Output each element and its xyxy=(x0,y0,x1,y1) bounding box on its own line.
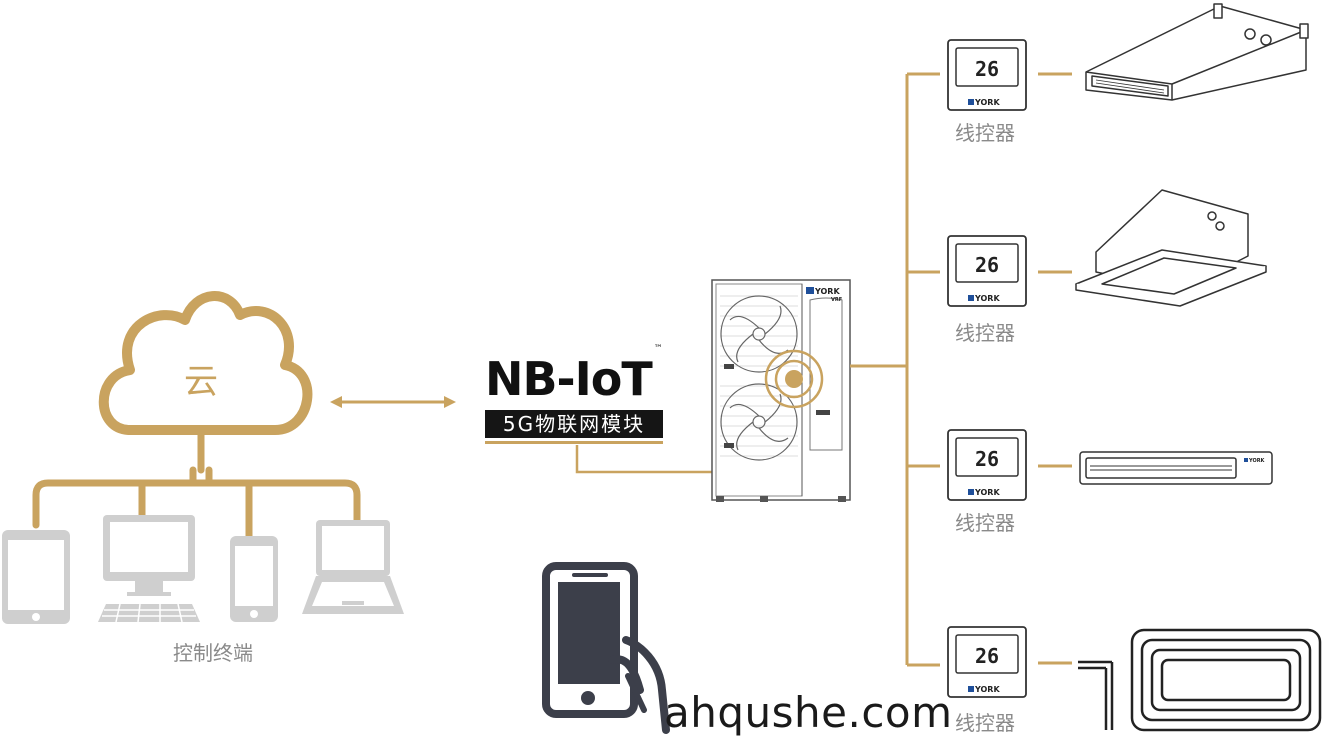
terminals-label: 控制终端 xyxy=(173,641,253,665)
cloud-icon xyxy=(98,291,313,435)
watermark: ahqushe.com xyxy=(664,688,953,737)
controller-label: 线控器 xyxy=(955,321,1015,345)
laptop-icon xyxy=(302,520,404,614)
desktop-icon xyxy=(98,515,200,623)
controller-brand: YORK xyxy=(974,294,1000,303)
tablet-icon xyxy=(2,530,70,624)
outdoor-unit-brand: YORK xyxy=(814,287,840,296)
terminal-links xyxy=(32,426,361,540)
nbiot-subtitle: 5G物联网模块 xyxy=(485,410,663,438)
controller-brand: YORK xyxy=(974,488,1000,497)
outdoor-unit-icon xyxy=(711,279,851,502)
nbiot-underline xyxy=(485,441,663,444)
two-way-arrow-icon xyxy=(330,396,456,408)
wired-controller-icon xyxy=(947,39,1027,111)
cloud-label: 云 xyxy=(184,362,218,402)
nbiot-logo: NB-IoT™ xyxy=(485,344,663,402)
controller-bus xyxy=(850,72,1072,667)
wired-controller-icon xyxy=(947,235,1027,307)
indoor-unit-brand: YORK xyxy=(1248,458,1266,464)
controller-display: 26 xyxy=(975,57,999,81)
controller-label: 线控器 xyxy=(955,121,1015,145)
controller-brand: YORK xyxy=(974,685,1000,694)
wired-controller-icon xyxy=(947,626,1027,698)
controller-label: 线控器 xyxy=(955,511,1015,535)
controller-display: 26 xyxy=(975,253,999,277)
outdoor-unit-model: VRF xyxy=(831,297,842,303)
nbiot-logo-text: NB-IoT xyxy=(485,352,653,406)
hand-smartphone-icon xyxy=(542,562,670,734)
controller-label: 线控器 xyxy=(955,711,1015,735)
cassette-unit-icon xyxy=(1075,189,1267,307)
wall-mounted-unit-icon xyxy=(1079,451,1273,485)
floor-heating-coil-icon xyxy=(1078,628,1322,732)
ducted-unit-icon xyxy=(1085,3,1309,101)
wireless-signal-icon xyxy=(764,349,824,409)
nbiot-trademark: ™ xyxy=(653,343,663,354)
phone-terminal-icon xyxy=(230,536,278,622)
controller-display: 26 xyxy=(975,447,999,471)
wired-controller-icon xyxy=(947,429,1027,501)
controller-brand: YORK xyxy=(974,98,1000,107)
controller-display: 26 xyxy=(975,644,999,668)
